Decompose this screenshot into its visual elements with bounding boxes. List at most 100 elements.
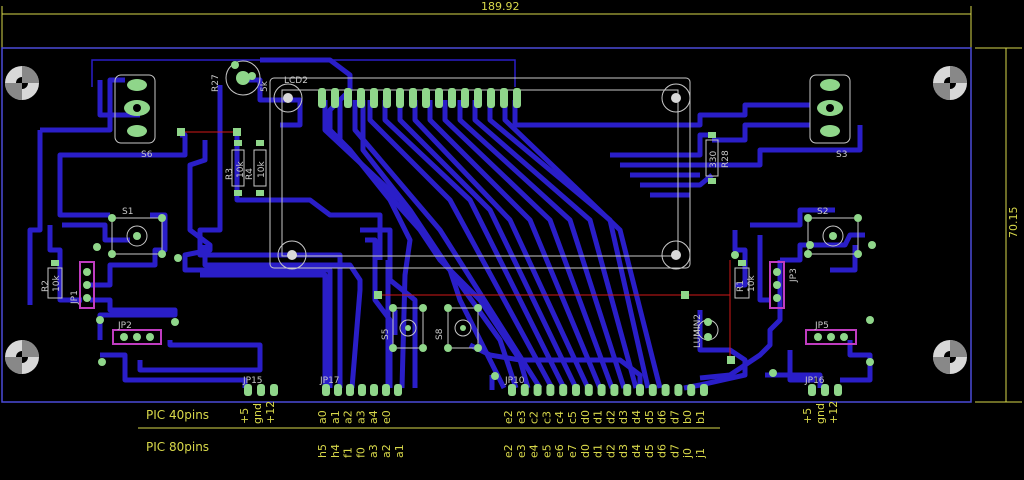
pin-label: d3 <box>617 444 630 458</box>
pin-label: +12 <box>264 401 277 424</box>
header-pin <box>346 384 354 396</box>
header-jp17 <box>322 384 402 396</box>
tactile-switch-s8 <box>444 304 482 352</box>
pic40-label: PIC 40pins <box>146 408 209 422</box>
board-height-dimension: 70.15 <box>1007 207 1020 239</box>
lcd-pad <box>448 88 456 108</box>
lcd-pad <box>461 88 469 108</box>
lcd-mount-hole <box>287 250 297 260</box>
tactile-switch-s1 <box>108 214 166 258</box>
header-pin <box>394 384 402 396</box>
vias <box>93 128 876 380</box>
r3-value: 10k <box>236 161 246 178</box>
led-lumin2 <box>697 318 719 341</box>
header-pin <box>636 384 644 396</box>
s6-label: S6 <box>141 150 153 160</box>
pin-label: e7 <box>566 444 579 458</box>
header-pin <box>257 384 265 396</box>
header-pin <box>358 384 366 396</box>
pin-label: e5 <box>540 444 553 458</box>
header-pin <box>834 384 842 396</box>
resistor-r1 <box>734 260 750 299</box>
lcd-mount-hole <box>671 93 681 103</box>
header-pin <box>661 384 670 396</box>
resistor-r4 <box>253 140 267 196</box>
header-pin <box>584 384 593 396</box>
lcd-pad <box>370 88 378 108</box>
r27-value: 5k <box>260 80 270 92</box>
pin-label: d1 <box>592 444 605 458</box>
header-pin <box>623 384 632 396</box>
pin-label: e0 <box>380 410 393 424</box>
pin-label: +5 <box>238 408 251 424</box>
header-pin <box>244 384 252 396</box>
lcd-pad <box>331 88 339 108</box>
board-outline <box>1 47 972 403</box>
pin-label: a3 <box>367 444 380 458</box>
lumin2-label: LUMIN2 <box>693 314 703 348</box>
resistor-r3 <box>231 140 245 196</box>
pin-label: d7 <box>668 410 681 424</box>
pin-label: d4 <box>630 410 643 424</box>
lcd-mount-hole <box>671 250 681 260</box>
header-pin <box>334 384 342 396</box>
header-jp15 <box>244 384 278 396</box>
jumper-jp1 <box>79 261 95 309</box>
lcd-pad <box>500 88 508 108</box>
lcd-pad <box>344 88 352 108</box>
pin-label: c5 <box>566 411 579 424</box>
lcd-label: LCD2 <box>284 76 308 86</box>
jp17-label: JP17 <box>319 376 340 386</box>
pin-label: a1 <box>329 410 342 424</box>
lcd-pad <box>474 88 482 108</box>
resistor-r2 <box>47 260 63 299</box>
pin-label: e3 <box>515 444 528 458</box>
jp10-label: JP10 <box>504 376 525 386</box>
pin-label: d4 <box>630 444 643 458</box>
jp1-label: JP1 <box>70 290 80 305</box>
pin-label: a0 <box>316 410 329 424</box>
pin-label: b1 <box>694 410 707 424</box>
pin-label: j0 <box>681 448 694 459</box>
lcd-pad <box>383 88 391 108</box>
pin-label: a1 <box>393 444 406 458</box>
pin-label: d6 <box>656 410 669 424</box>
switch-s6 <box>114 74 156 144</box>
pin-label: c4 <box>553 411 566 424</box>
tactile-switch-s5 <box>389 304 427 352</box>
potentiometer-r27 <box>225 60 261 96</box>
header-pin <box>546 384 555 396</box>
pin-label: +12 <box>827 401 840 424</box>
jp5-label: JP5 <box>814 321 829 331</box>
dimension-lines <box>1 6 1022 403</box>
r1-label: R1 <box>736 280 746 292</box>
header-pin <box>508 384 516 396</box>
lcd-pad <box>513 88 521 108</box>
pin-label: e2 <box>502 444 515 458</box>
lcd-mount-hole <box>283 93 293 103</box>
pin-label: a2 <box>380 444 393 458</box>
header-pin <box>572 384 580 396</box>
r2-label: R2 <box>41 280 51 292</box>
lcd-pad <box>422 88 430 108</box>
header-pin <box>520 384 529 396</box>
r1-value: 10k <box>747 275 757 292</box>
lcd-pad <box>409 88 417 108</box>
mounting-hole <box>933 340 967 374</box>
pin-label: d2 <box>604 444 617 458</box>
pin-label: c3 <box>540 411 553 424</box>
pin-label: e4 <box>528 444 541 458</box>
header-pin <box>610 384 619 396</box>
pin-label: c2 <box>528 411 541 424</box>
s1-label: S1 <box>122 207 133 217</box>
s5-label: S5 <box>381 329 391 340</box>
s2-label: S2 <box>817 207 828 217</box>
lcd-outline <box>269 77 691 270</box>
board-width-dimension: 189.92 <box>481 0 520 13</box>
lcd-pad <box>396 88 404 108</box>
pin-label: d1 <box>592 410 605 424</box>
pin-label: gnd <box>251 403 264 424</box>
header-pin <box>370 384 378 396</box>
airwires <box>180 131 731 360</box>
